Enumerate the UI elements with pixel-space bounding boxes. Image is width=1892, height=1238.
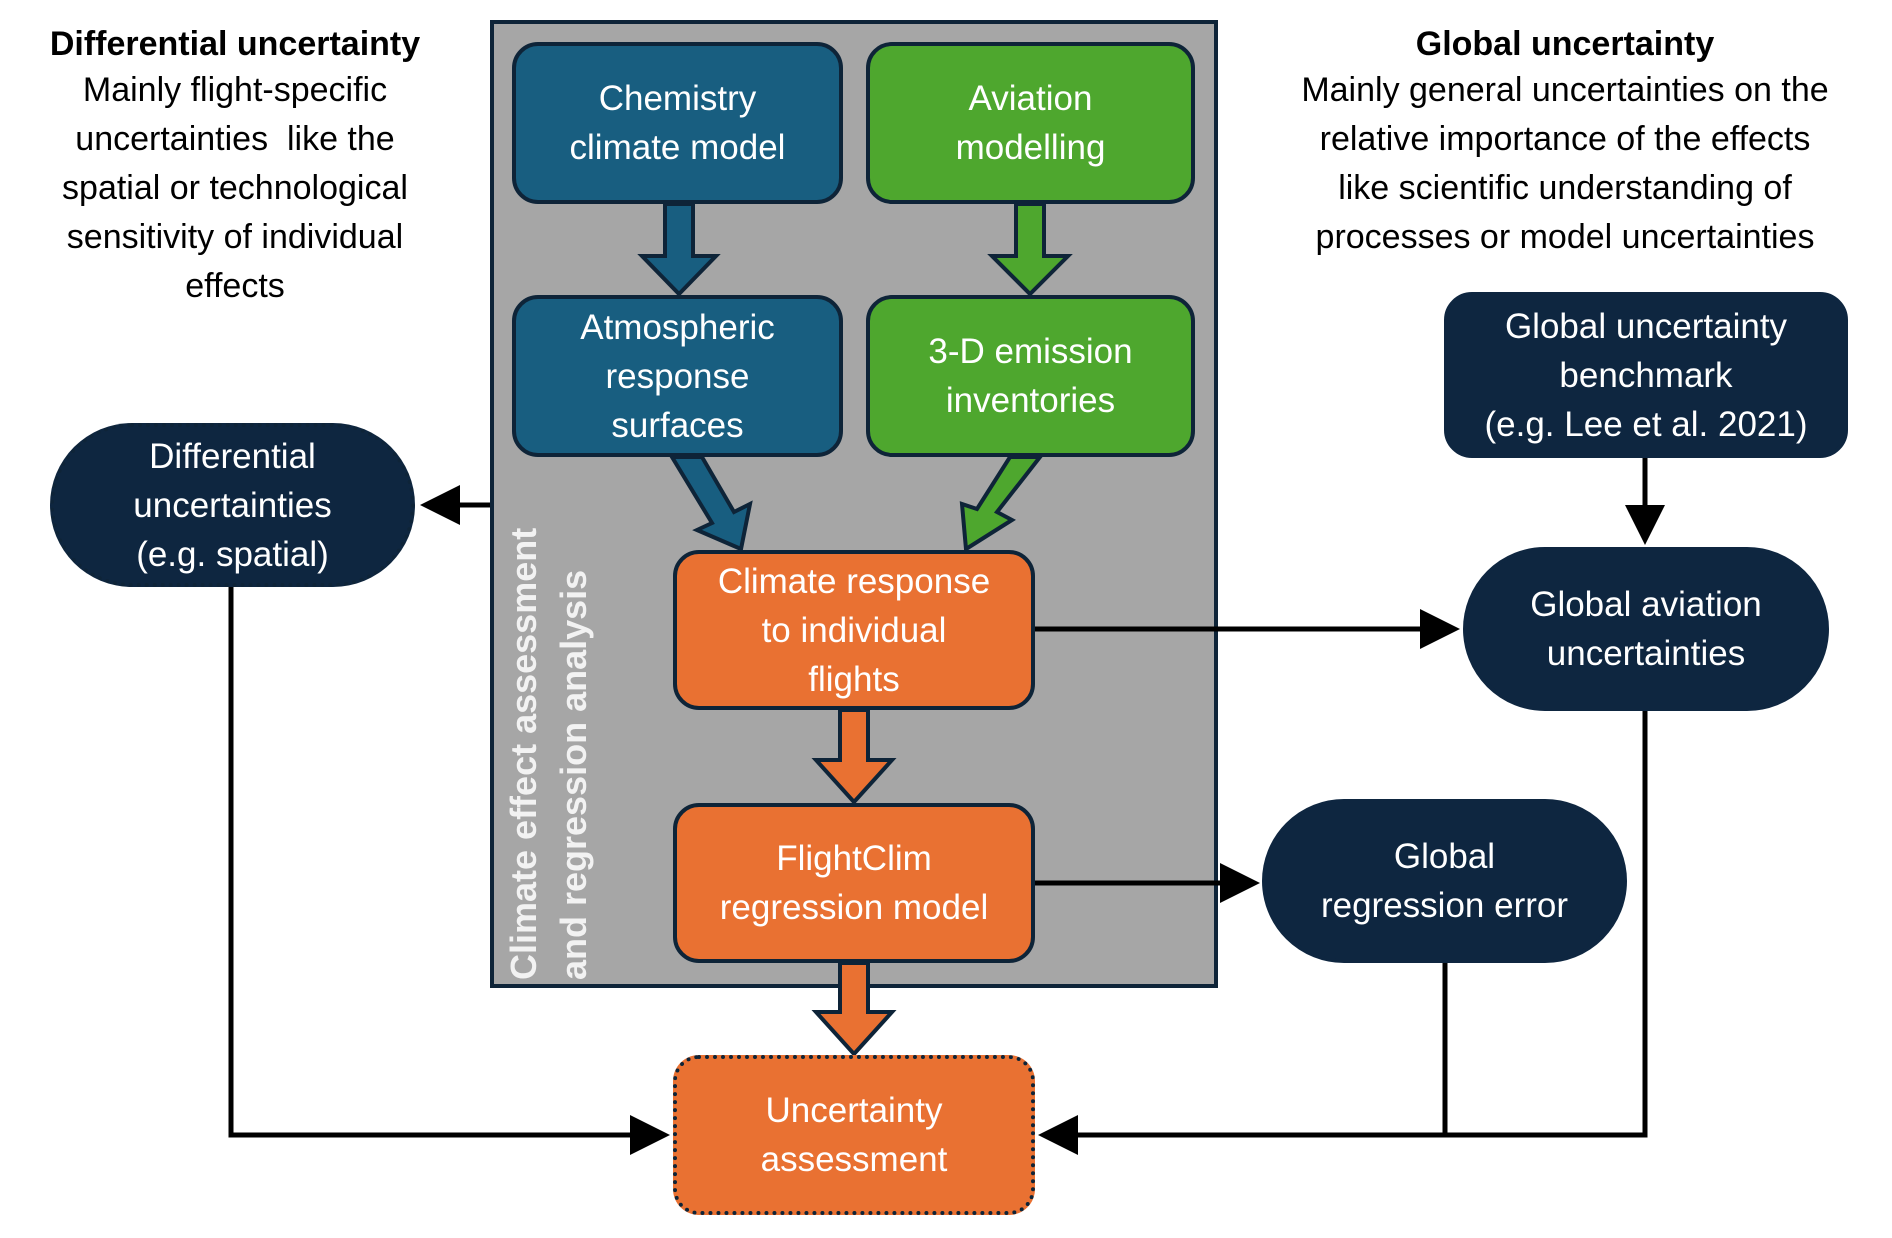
heading-line: sensitivity of individual [66,218,404,256]
aviation-modelling-node[interactable]: Aviation modelling [866,42,1195,204]
heading-title: Differential uncertainty [49,25,421,63]
node-label: flights [808,659,900,699]
heading-line: effects [185,267,285,305]
atmospheric-response-surfaces-node[interactable]: Atmospheric response surfaces [512,295,843,457]
node-label: inventories [945,381,1116,420]
differential-uncertainty-heading: Differential uncertainty Mainly flight-s… [0,22,470,311]
heading-line: Mainly flight-specific [82,71,388,109]
node-label: Atmospheric [580,307,775,347]
climate-response-node[interactable]: Climate response to individual flights [673,550,1035,710]
node-label: modelling [955,128,1106,167]
node-label: Uncertainty [765,1091,943,1130]
node-label: Global aviation [1530,585,1762,624]
heading-title: Global uncertainty [1415,25,1715,63]
node-label: to individual [761,610,947,650]
node-label: surfaces [611,405,744,445]
global-aviation-uncertainties-node[interactable]: Global aviation uncertainties [1463,547,1829,711]
block-arrow-chemistry-to-atmospheric [637,202,721,297]
uncertainty-assessment-node[interactable]: Uncertainty assessment [673,1055,1035,1215]
node-label: (e.g. spatial) [136,534,329,574]
block-arrow-emission-to-climate [959,455,1045,553]
node-label: Aviation [968,79,1093,118]
chemistry-climate-model-node[interactable]: Chemistry climate model [512,42,843,204]
node-label: uncertainties [1546,634,1746,673]
node-label: Global uncertainty [1504,306,1788,346]
node-label: Differential [149,436,316,476]
heading-line: uncertainties like the [75,120,395,158]
node-label: uncertainties [133,485,332,525]
node-label: climate model [569,128,786,167]
node-label: regression error [1320,886,1569,925]
node-label: Climate response [717,561,991,601]
block-arrow-atmospheric-to-climate [668,455,753,552]
connector-differential-to-assessment [228,587,670,1155]
node-label: regression model [719,888,989,927]
node-label: Global [1393,837,1496,876]
node-label: FlightClim [776,839,932,878]
heading-line: Mainly general uncertainties on the [1301,71,1829,109]
heading-line: like scientific understanding of [1338,169,1792,207]
heading-line: relative importance of the effects [1319,120,1811,158]
node-label: response [605,356,750,396]
node-label: 3-D emission [928,332,1133,371]
heading-line: processes or model uncertainties [1315,218,1815,256]
node-label: benchmark [1559,355,1733,395]
node-label: assessment [760,1140,948,1179]
block-arrow-aviation-to-emission [987,202,1073,297]
differential-uncertainties-node[interactable]: Differential uncertainties (e.g. spatial… [50,423,415,587]
block-arrow-climate-to-flightclim [811,708,897,805]
node-label: (e.g. Lee et al. 2021) [1484,404,1808,444]
global-uncertainty-benchmark-node[interactable]: Global uncertainty benchmark (e.g. Lee e… [1444,292,1848,458]
flightclim-regression-model-node[interactable]: FlightClim regression model [673,803,1035,963]
heading-line: spatial or technological [62,169,408,207]
connector-global-aviation-to-assessment [1038,711,1648,1155]
emission-inventories-node[interactable]: 3-D emission inventories [866,295,1195,457]
global-uncertainty-heading: Global uncertainty Mainly general uncert… [1240,22,1890,262]
block-arrow-flightclim-to-assessment [811,961,897,1057]
node-label: Chemistry [598,79,757,118]
global-regression-error-node[interactable]: Global regression error [1262,799,1627,963]
